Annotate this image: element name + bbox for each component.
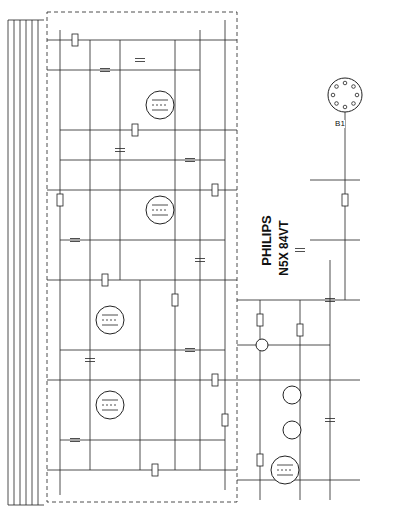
valve-grid (152, 210, 168, 211)
capacitor-symbol (115, 151, 125, 152)
socket-pin (335, 85, 339, 89)
valve-grid (152, 110, 168, 111)
capacitor-symbol (325, 301, 335, 302)
resistor-symbol (132, 124, 138, 136)
resistor-symbol (57, 194, 63, 206)
capacitor-symbol (70, 241, 80, 242)
socket-pin (343, 105, 347, 109)
valve-grid (152, 100, 168, 101)
socket-pin (335, 102, 339, 106)
wiring (8, 12, 360, 505)
resistor-symbol (212, 374, 218, 386)
valve-grid (102, 410, 118, 411)
valve-grid (152, 105, 168, 106)
resistor-symbol (222, 414, 228, 426)
model-label: N5X 84VT (278, 220, 290, 275)
valve-grid (102, 325, 118, 326)
valve-grid (277, 470, 293, 471)
capacitor-symbol (195, 261, 205, 262)
resistor-symbol (297, 324, 303, 336)
capacitor-symbol (100, 71, 110, 72)
valve-grid (102, 405, 118, 406)
capacitor-symbol (85, 358, 95, 359)
socket-pin (352, 85, 356, 89)
chassis-outline (47, 12, 237, 502)
resistor-symbol (72, 34, 78, 46)
capacitor-symbol (135, 61, 145, 62)
socket-pin (331, 93, 335, 97)
capacitor-symbol (295, 251, 305, 252)
socket-pin (355, 93, 359, 97)
brand-label: PHILIPS (259, 215, 272, 266)
resistor-symbol (172, 294, 178, 306)
socket-pin (352, 102, 356, 106)
component-symbols (57, 34, 359, 476)
capacitor-symbol (185, 158, 195, 159)
resistor-symbol (257, 314, 263, 326)
valve-grid (277, 475, 293, 476)
capacitor-symbol (185, 348, 195, 349)
valve-grid (152, 215, 168, 216)
valve-symbols (96, 78, 362, 484)
valve-grid (102, 315, 118, 316)
capacitor-symbol (195, 258, 205, 259)
capacitor-symbol (85, 361, 95, 362)
socket-pin (343, 81, 347, 85)
resistor-symbol (342, 194, 348, 206)
capacitor-symbol (295, 248, 305, 249)
capacitor-symbol (185, 351, 195, 352)
valve-grid (102, 320, 118, 321)
valve-grid (277, 465, 293, 466)
speaker-symbol (256, 339, 268, 351)
socket-label: B1 (335, 120, 345, 128)
socket-diagram (328, 78, 362, 112)
capacitor-symbol (100, 68, 110, 69)
capacitor-symbol (70, 438, 80, 439)
resistor-symbol (257, 454, 263, 466)
capacitor-symbol (325, 298, 335, 299)
resistor-symbol (152, 464, 158, 476)
capacitor-symbol (135, 58, 145, 59)
valve-grid (102, 400, 118, 401)
resistor-symbol (102, 274, 108, 286)
capacitor-symbol (70, 238, 80, 239)
capacitor-symbol (325, 418, 335, 419)
resistor-symbol (212, 184, 218, 196)
valve-grid (152, 205, 168, 206)
capacitor-symbol (115, 148, 125, 149)
capacitor-symbol (70, 441, 80, 442)
capacitor-symbol (325, 421, 335, 422)
capacitor-symbol (185, 161, 195, 162)
